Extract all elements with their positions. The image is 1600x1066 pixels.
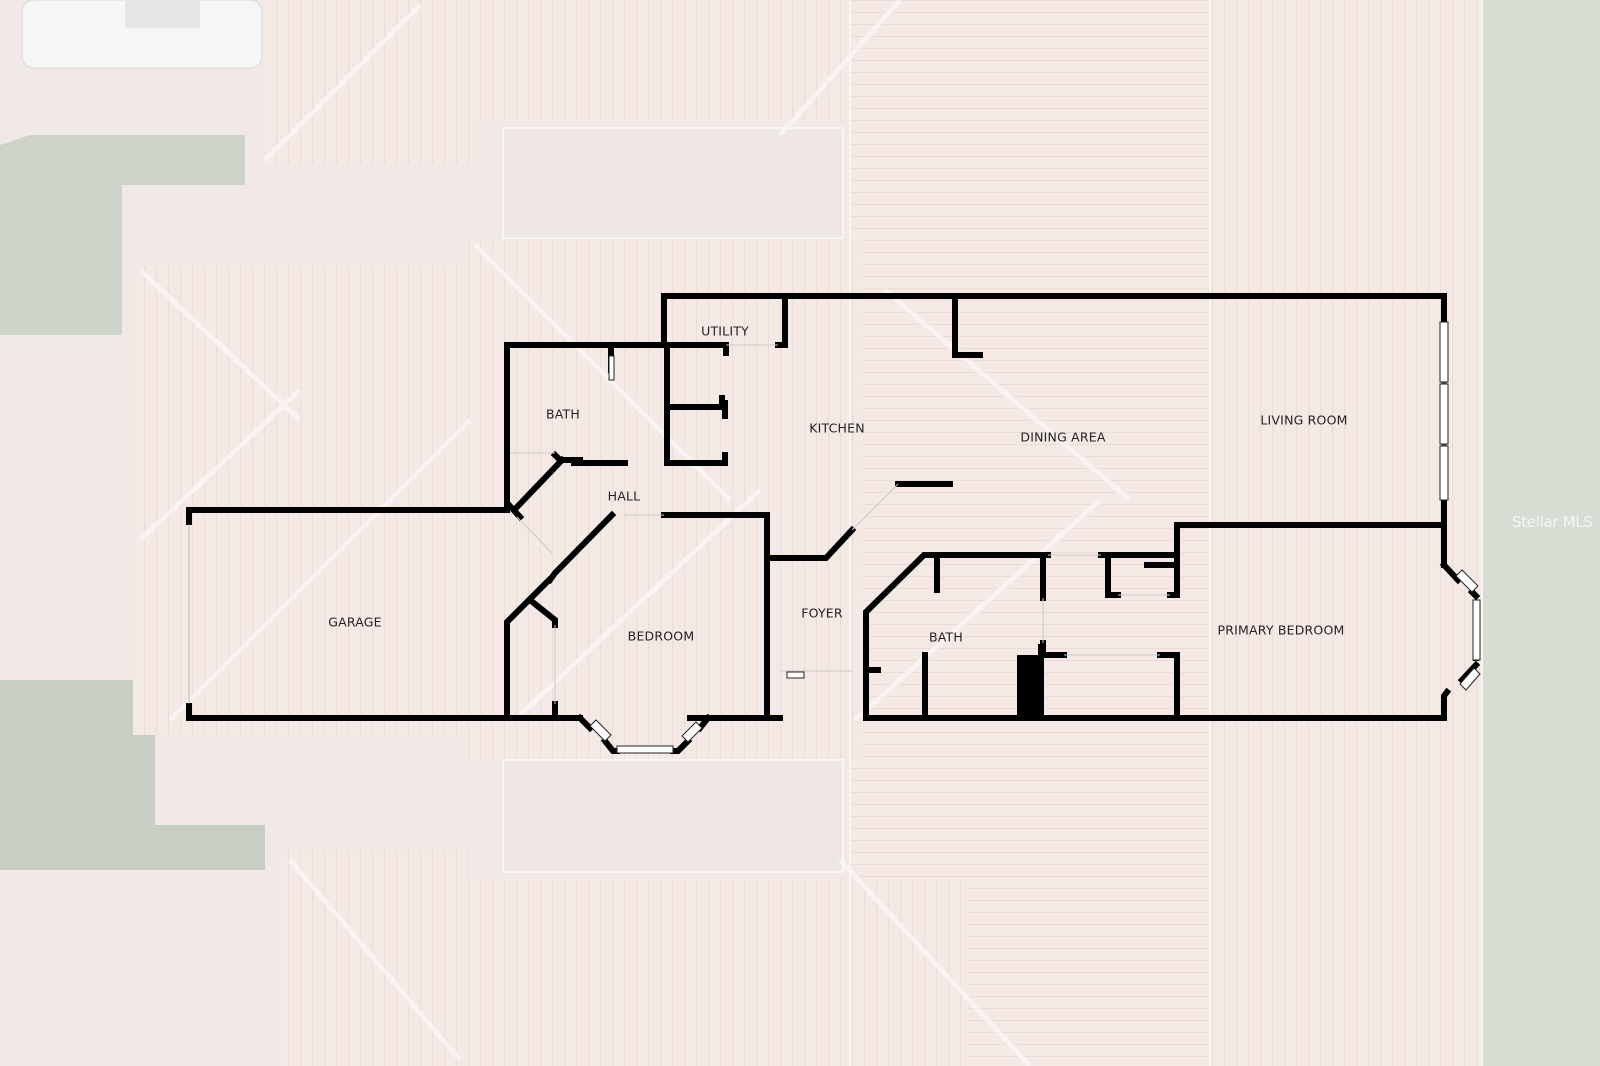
room-label-bath: BATH — [546, 406, 580, 422]
room-label-bath-2: BATH — [929, 629, 963, 645]
foliage-right — [1482, 0, 1600, 1066]
wall-foyer-left — [764, 512, 783, 721]
room-label-living-room: LIVING ROOM — [1260, 412, 1348, 428]
room-label-dining-area: DINING AREA — [1020, 429, 1106, 445]
wall-garage-top — [186, 507, 510, 525]
room-label-primary-bedroom: PRIMARY BEDROOM — [1217, 622, 1345, 638]
room-label-hall: HALL — [607, 488, 641, 504]
watermark-stellar-mls: Stellar MLS — [1512, 513, 1593, 531]
room-label-bedroom: BEDROOM — [627, 628, 695, 644]
wall-pillar — [1017, 655, 1044, 717]
wall-living-primary — [1144, 522, 1447, 568]
room-label-garage: GARAGE — [328, 614, 382, 630]
room-label-kitchen: KITCHEN — [809, 420, 865, 436]
hedge-bottom-left — [0, 680, 265, 870]
wall-garage-bottom — [186, 703, 510, 721]
wall-bottom-right — [863, 667, 1447, 721]
room-label-foyer: FOYER — [801, 605, 843, 621]
wall-utility — [661, 293, 1447, 348]
hedge-top-left — [0, 135, 245, 335]
room-label-utility: UTILITY — [701, 323, 749, 339]
car — [21, 0, 263, 69]
wall-bath1-left — [504, 342, 667, 513]
